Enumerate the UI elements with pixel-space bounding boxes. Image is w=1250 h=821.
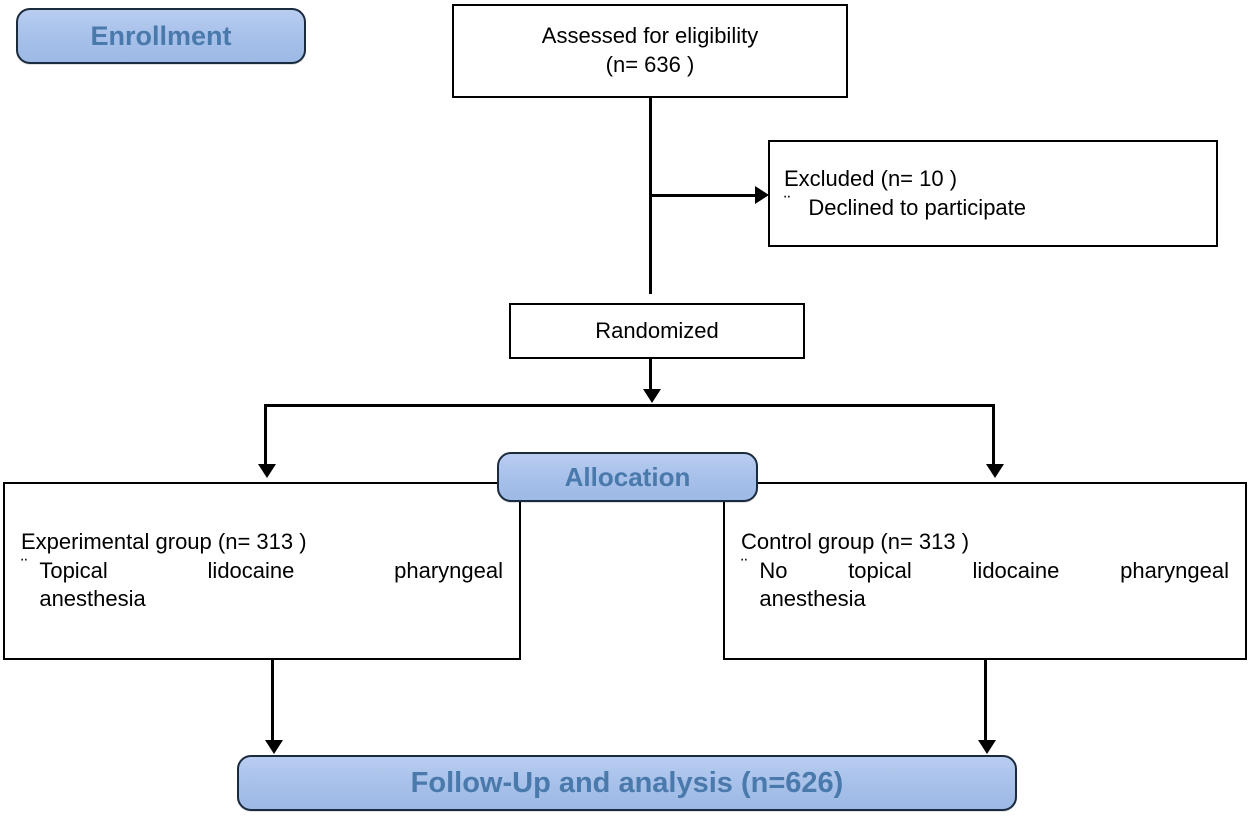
arrowhead-randomized-to-split — [643, 389, 661, 403]
connector-allocation-right-drop — [992, 404, 995, 466]
connector-allocation-left-drop — [264, 404, 267, 466]
connector-allocation-split-bar — [264, 404, 995, 407]
box-control-group: Control group (n= 313 ) ¨ No topical lid… — [723, 482, 1247, 660]
arrowhead-to-control-group — [986, 464, 1004, 478]
control-detail-row: ¨ No topical lidocaine pharyngeal anesth… — [741, 555, 1229, 614]
excluded-reason-row: ¨ Declined to participate — [784, 192, 1202, 223]
control-detail-line-2: anesthesia — [759, 586, 866, 612]
connector-randomized-trunk — [649, 359, 652, 391]
bullet-icon: ¨ — [784, 192, 791, 214]
control-detail-line-1: No topical lidocaine pharyngeal — [759, 557, 1229, 583]
experimental-detail-line-2: anesthesia — [39, 586, 146, 612]
box-randomized: Randomized — [509, 303, 805, 359]
connector-assessed-trunk-lower — [649, 195, 652, 294]
connector-control-to-followup — [984, 660, 987, 742]
excluded-heading: Excluded (n= 10 ) — [784, 165, 958, 191]
experimental-detail-row: ¨ Topical lidocaine pharyngeal anesthesi… — [21, 555, 503, 614]
experimental-detail-line-1: Topical lidocaine pharyngeal — [39, 557, 503, 583]
randomized-label: Randomized — [595, 317, 719, 343]
experimental-detail-text: Topical lidocaine pharyngeal anesthesia — [33, 557, 503, 614]
allocation-label: Allocation — [564, 461, 691, 492]
box-assessed-for-eligibility: Assessed for eligibility (n= 636 ) — [452, 4, 848, 98]
followup-label: Follow-Up and analysis (n=626) — [410, 766, 844, 799]
box-excluded: Excluded (n= 10 ) ¨ Declined to particip… — [768, 140, 1218, 247]
experimental-heading: Experimental group (n= 313 ) — [21, 529, 307, 555]
bullet-icon: ¨ — [21, 555, 28, 577]
stage-banner-followup-and-analysis: Follow-Up and analysis (n=626) — [237, 755, 1017, 811]
arrowhead-to-excluded — [755, 186, 769, 204]
bullet-icon: ¨ — [741, 555, 748, 577]
connector-experimental-to-followup — [271, 660, 274, 742]
excluded-reason-text: Declined to participate — [808, 194, 1027, 220]
stage-banner-allocation: Allocation — [497, 452, 758, 502]
assessed-line-1: Assessed for eligibility — [541, 23, 759, 49]
assessed-line-2: (n= 636 ) — [605, 52, 695, 77]
arrowhead-to-experimental-group — [258, 464, 276, 478]
arrowhead-experimental-to-followup — [265, 740, 283, 754]
connector-assessed-trunk-upper — [649, 98, 652, 195]
stage-banner-enrollment: Enrollment — [16, 8, 306, 64]
control-detail-text: No topical lidocaine pharyngeal anesthes… — [753, 557, 1229, 614]
connector-to-excluded — [649, 194, 757, 197]
enrollment-label: Enrollment — [90, 20, 232, 51]
control-heading: Control group (n= 313 ) — [741, 529, 970, 555]
box-experimental-group: Experimental group (n= 313 ) ¨ Topical l… — [3, 482, 521, 660]
arrowhead-control-to-followup — [978, 740, 996, 754]
